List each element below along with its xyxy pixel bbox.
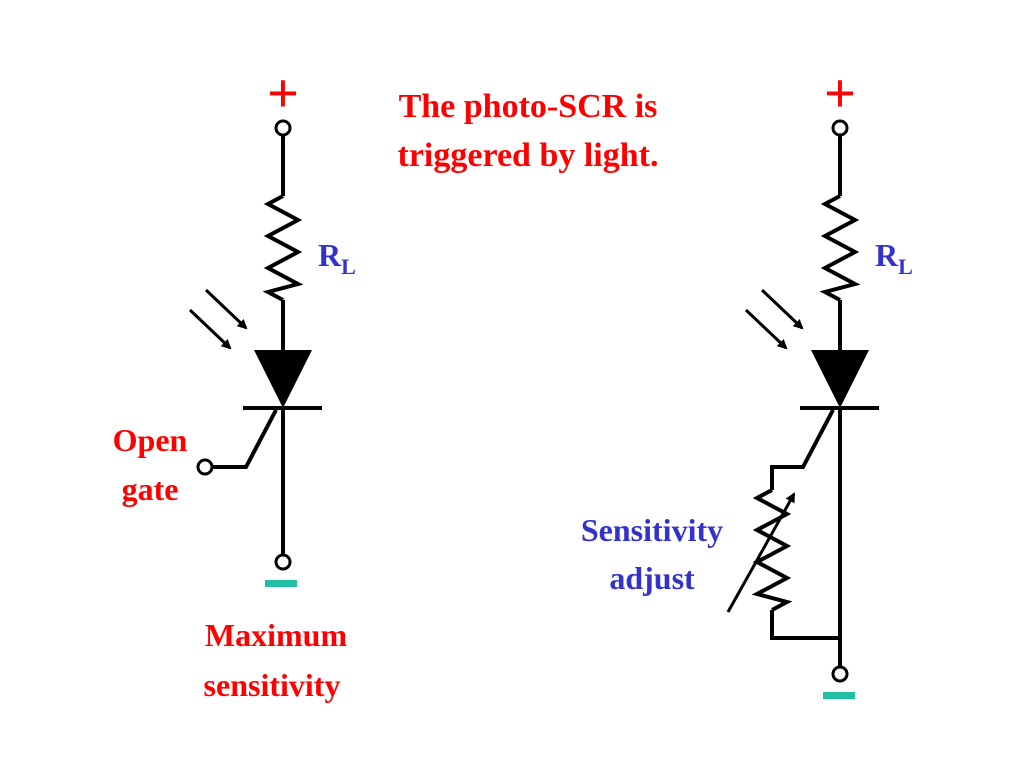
open-gate-label-line-2: gate (122, 471, 179, 507)
right-negative-terminal (831, 665, 849, 683)
right-light-arrow-2 (760, 288, 804, 330)
left-negative-terminal (274, 553, 292, 571)
title-line-2: triggered by light. (398, 137, 659, 174)
sensitivity-adjust-line-2: adjust (609, 560, 695, 596)
left-resistor-label: RL (318, 237, 356, 279)
left-light-arrow-1 (188, 308, 232, 350)
right-minus-sign (823, 692, 855, 699)
left-positive-terminal (274, 119, 292, 137)
max-sensitivity-line-2: sensitivity (204, 667, 341, 703)
max-sensitivity-line-1: Maximum (205, 617, 348, 653)
variable-resistor-arrow (726, 492, 796, 613)
left-light-arrow-2 (204, 288, 248, 330)
left-gate-terminal (196, 458, 214, 476)
left-circuit: + RL Open gate Maximum sensitivity (113, 63, 356, 703)
right-adjust-return-wire (770, 610, 840, 640)
right-load-resistor (819, 194, 861, 302)
right-resistor-label: RL (875, 237, 913, 279)
left-plus-sign: + (267, 63, 299, 125)
sensitivity-adjust-line-1: Sensitivity (581, 512, 723, 548)
title-line-1: The photo-SCR is (399, 88, 658, 125)
open-gate-label-line-1: Open (113, 422, 188, 458)
right-light-arrow-1 (744, 308, 788, 350)
sensitivity-adjust-resistor (751, 488, 793, 612)
right-circuit: + RL Sensitivity adjust (581, 63, 913, 699)
left-scr-triangle (254, 350, 312, 408)
left-load-resistor (262, 194, 304, 302)
right-plus-sign: + (824, 63, 856, 125)
right-scr-triangle (811, 350, 869, 408)
right-positive-terminal (831, 119, 849, 137)
left-minus-sign (265, 580, 297, 587)
right-gate-lead (770, 409, 835, 490)
left-gate-lead (212, 409, 278, 469)
